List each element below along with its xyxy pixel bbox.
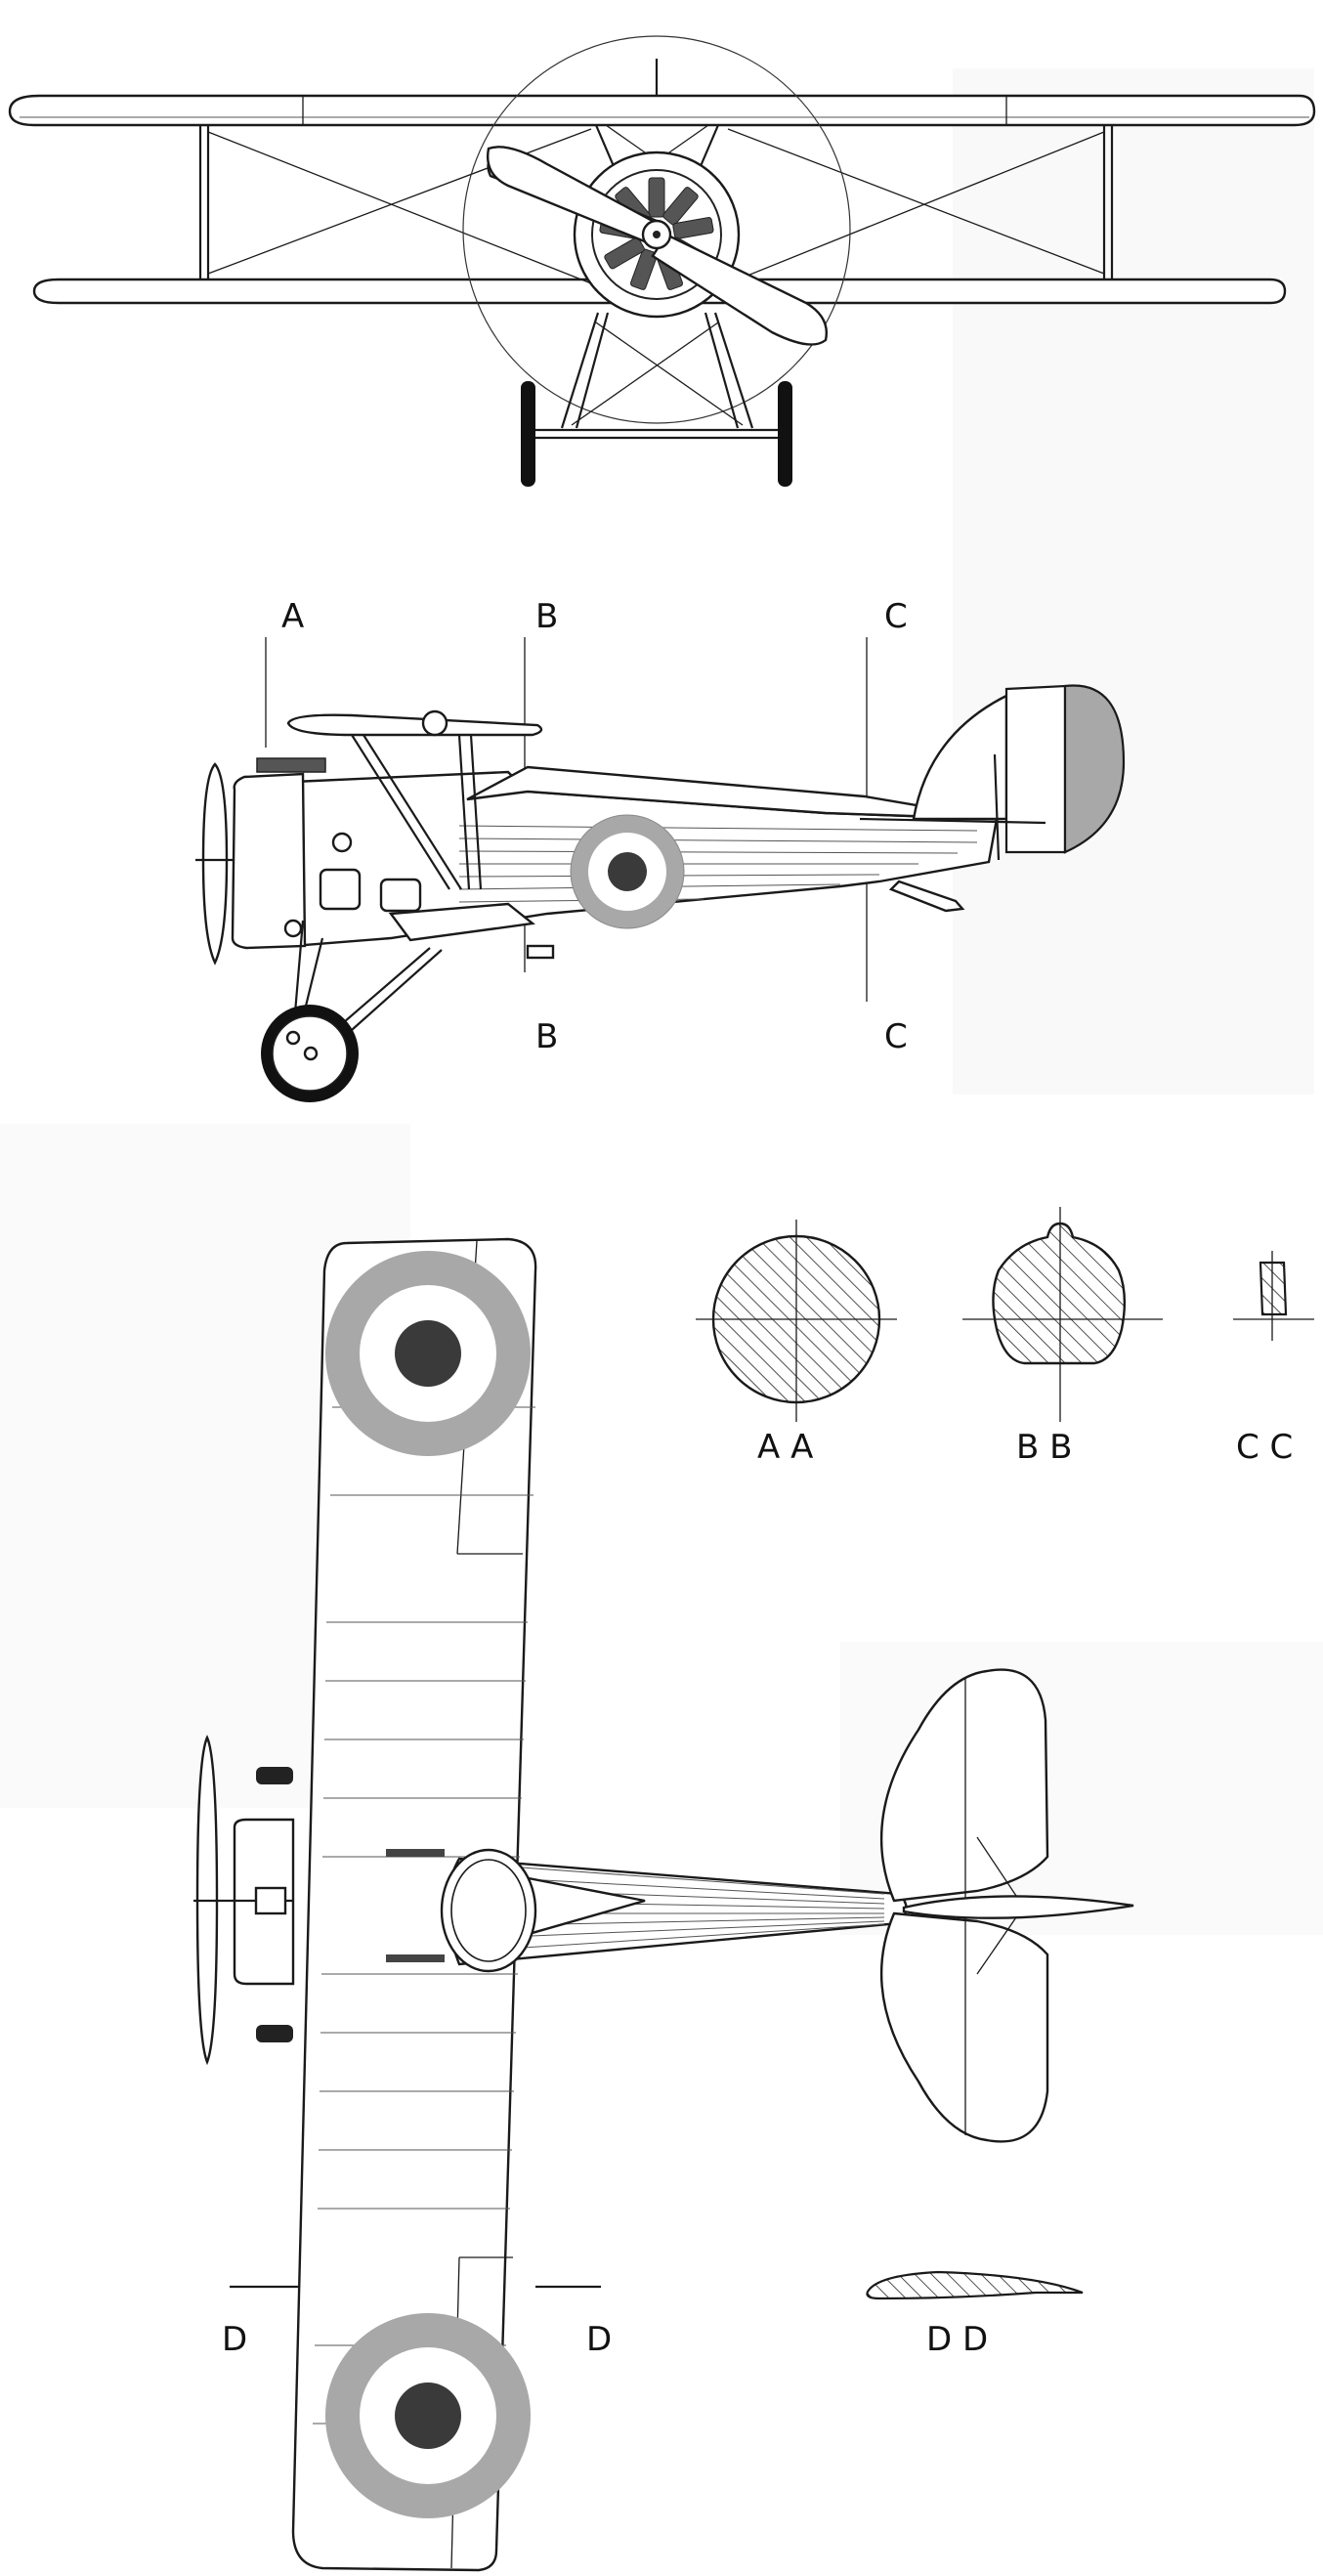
section-aa: A A [696, 1220, 897, 1467]
section-bb: B B [962, 1207, 1163, 1467]
section-label-b-bottom: B [535, 1017, 558, 1056]
section-cc: C C [1233, 1251, 1314, 1467]
section-label-c-bottom: C [884, 1017, 908, 1056]
section-label-d-left: D [222, 2320, 247, 2359]
section-label-c-top: C [884, 597, 908, 636]
side-view: A B C B C [195, 597, 1126, 1102]
section-label-aa: A A [757, 1428, 813, 1467]
section-label-b-top: B [535, 597, 558, 636]
section-label-cc: C C [1236, 1428, 1293, 1467]
front-view [8, 35, 1316, 487]
airfoil-section-dd [866, 2270, 1084, 2300]
plan-view: D D D D [193, 1237, 1134, 2572]
cross-sections: A A B B C C [696, 1207, 1314, 1467]
upper-wing-roundel [325, 1251, 531, 1456]
section-label-dd: D D [926, 2320, 988, 2359]
lower-wing-roundel [325, 2313, 531, 2518]
section-label-bb: B B [1016, 1428, 1072, 1467]
background-texture [0, 68, 1323, 1935]
section-label-a-top: A [281, 597, 304, 636]
section-label-d-right: D [586, 2320, 612, 2359]
cockpit-opening [440, 1848, 537, 1973]
